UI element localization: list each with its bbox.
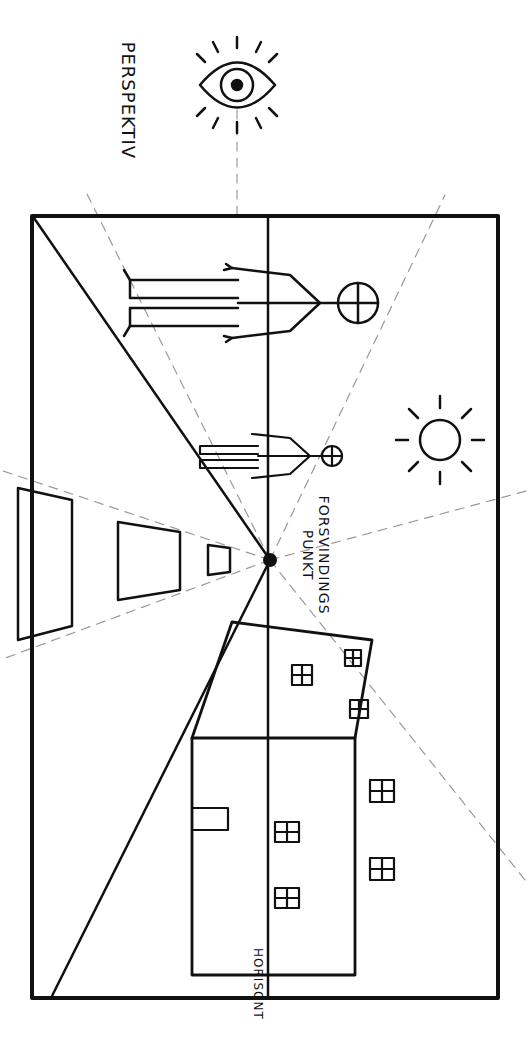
ground-line — [52, 560, 270, 996]
eye-symbol — [197, 37, 277, 133]
person-figure — [124, 264, 378, 342]
road-marking — [18, 488, 230, 640]
vanishing-point — [263, 553, 277, 567]
title-label: PERSPEKTIV — [118, 0, 139, 200]
picture-frame — [32, 216, 498, 998]
vanishing-point-label: FORSVINDINGS PUNKT — [299, 488, 331, 623]
house — [192, 622, 394, 975]
person-figure — [200, 434, 342, 478]
sun-symbol — [396, 396, 484, 484]
guide-lines — [0, 110, 529, 880]
horizon-label: HORISONT — [250, 924, 264, 1037]
